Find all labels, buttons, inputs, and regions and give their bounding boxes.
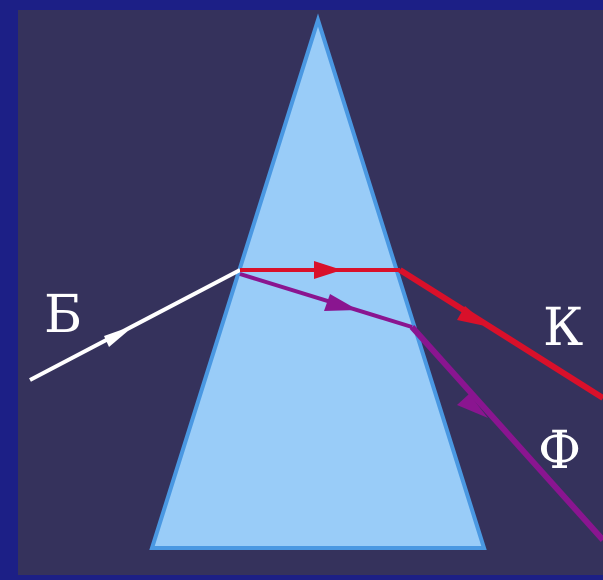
arrowhead bbox=[104, 325, 135, 347]
glass-prism bbox=[149, 13, 487, 550]
violet-ray-outgoing bbox=[409, 324, 603, 543]
arrowhead bbox=[457, 306, 490, 327]
arrowhead bbox=[457, 394, 488, 418]
label-violet-light: Ф bbox=[538, 421, 581, 481]
arrowhead bbox=[324, 294, 358, 311]
label-white-light: Б bbox=[44, 285, 82, 345]
violet-ray-inside-prism bbox=[239, 272, 413, 329]
red-ray-outgoing bbox=[398, 267, 603, 401]
label-red-light: К bbox=[543, 298, 583, 358]
arrowhead bbox=[314, 261, 342, 279]
